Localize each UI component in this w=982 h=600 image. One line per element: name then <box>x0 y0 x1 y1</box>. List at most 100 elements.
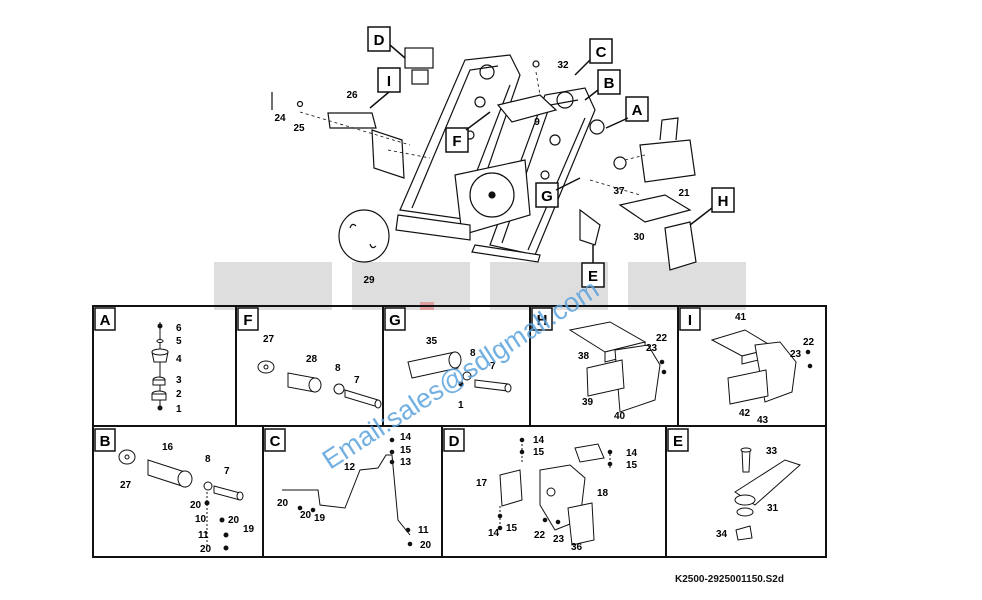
svg-text:8: 8 <box>205 454 211 465</box>
svg-text:42: 42 <box>739 408 751 419</box>
svg-text:14: 14 <box>533 435 545 446</box>
svg-text:14: 14 <box>626 448 638 459</box>
callout-g: G <box>535 177 581 208</box>
svg-text:E: E <box>588 268 598 285</box>
panel-e-drawing <box>734 447 801 541</box>
part-label: 37 <box>613 186 625 197</box>
part-label: 9 <box>534 117 540 128</box>
svg-text:6: 6 <box>176 323 182 334</box>
svg-text:41: 41 <box>735 312 747 323</box>
main-frame-assembly <box>271 47 697 271</box>
svg-text:I: I <box>387 73 391 90</box>
panel-letter-b: B <box>100 433 111 450</box>
svg-text:15: 15 <box>506 523 518 534</box>
panel-letter-h: H <box>537 312 548 329</box>
callout-d: D <box>367 26 406 59</box>
svg-text:23: 23 <box>553 534 565 545</box>
panel-e-labels: 33 31 34 <box>716 446 779 540</box>
svg-text:38: 38 <box>578 351 590 362</box>
svg-text:12: 12 <box>344 462 356 473</box>
panel-letter-i: I <box>688 312 692 329</box>
svg-text:43: 43 <box>757 415 769 426</box>
svg-text:20: 20 <box>200 544 212 555</box>
svg-text:31: 31 <box>767 503 779 514</box>
svg-text:11: 11 <box>198 530 209 541</box>
panel-b-labels: 16 8 7 27 20 20 10 19 11 20 <box>120 442 255 555</box>
svg-text:27: 27 <box>263 334 275 345</box>
svg-text:5: 5 <box>176 336 182 347</box>
panel-letter-g: G <box>389 312 401 329</box>
callout-h: H <box>689 187 735 226</box>
drawing-reference-code: K2500-2925001150.S2d <box>675 574 784 585</box>
part-label: 32 <box>557 60 569 71</box>
svg-text:F: F <box>452 133 461 150</box>
panel-d-labels: 14 15 14 15 17 18 14 15 22 23 36 <box>476 435 638 553</box>
svg-text:23: 23 <box>790 349 802 360</box>
svg-text:1: 1 <box>176 404 182 415</box>
svg-text:H: H <box>718 193 729 210</box>
svg-text:20: 20 <box>420 540 432 551</box>
svg-text:35: 35 <box>426 336 438 347</box>
svg-text:22: 22 <box>803 337 815 348</box>
svg-text:19: 19 <box>243 524 255 535</box>
panel-letters: A F G H I B C D E <box>94 307 701 452</box>
callout-i: I <box>369 67 401 109</box>
svg-text:20: 20 <box>228 515 240 526</box>
svg-text:40: 40 <box>614 411 626 422</box>
svg-text:34: 34 <box>716 529 728 540</box>
svg-text:33: 33 <box>766 446 778 457</box>
panel-g-labels: 35 8 7 1 <box>426 336 496 411</box>
part-label: 24 <box>274 113 286 124</box>
svg-text:23: 23 <box>646 343 658 354</box>
svg-text:C: C <box>596 44 607 61</box>
panel-letter-c: C <box>270 433 281 450</box>
svg-text:15: 15 <box>400 445 412 456</box>
panel-b-drawing <box>118 449 244 551</box>
svg-text:G: G <box>541 188 553 205</box>
panel-i-drawing <box>710 329 813 405</box>
part-label: 25 <box>293 123 305 134</box>
svg-text:14: 14 <box>400 432 412 443</box>
panel-f-labels: 27 28 8 7 <box>263 334 360 386</box>
svg-text:18: 18 <box>597 488 609 499</box>
panel-a-labels: 6 5 4 3 2 1 <box>176 323 182 415</box>
callout-a: A <box>605 96 649 129</box>
panel-a-drawing <box>151 322 169 411</box>
callout-c: C <box>574 38 613 76</box>
svg-text:D: D <box>374 32 385 49</box>
svg-text:2: 2 <box>176 389 182 400</box>
svg-text:7: 7 <box>354 375 360 386</box>
svg-text:7: 7 <box>224 466 230 477</box>
svg-text:8: 8 <box>335 363 341 374</box>
svg-text:17: 17 <box>476 478 488 489</box>
svg-text:20: 20 <box>300 510 312 521</box>
svg-text:22: 22 <box>656 333 668 344</box>
svg-text:B: B <box>604 75 615 92</box>
part-label: 30 <box>633 232 645 243</box>
svg-text:10: 10 <box>195 514 207 525</box>
svg-text:20: 20 <box>277 498 289 509</box>
svg-text:39: 39 <box>582 397 594 408</box>
part-label: 29 <box>363 275 375 286</box>
panel-i-labels: 41 22 23 42 43 <box>735 312 815 426</box>
svg-text:7: 7 <box>490 361 496 372</box>
panel-g-drawing <box>407 351 512 393</box>
svg-text:8: 8 <box>470 348 476 359</box>
main-callouts: D C B I F A G <box>367 26 735 288</box>
sdlg-watermark-logo <box>214 262 746 310</box>
panel-h-drawing <box>568 321 667 413</box>
callout-f: F <box>445 111 491 153</box>
svg-text:14: 14 <box>488 528 500 539</box>
panel-letter-a: A <box>100 312 111 329</box>
main-part-numbers: 32 26 24 25 9 21 37 30 29 <box>274 60 690 286</box>
part-label: 21 <box>678 188 690 199</box>
callout-b: B <box>584 69 621 101</box>
svg-text:15: 15 <box>626 460 638 471</box>
svg-text:22: 22 <box>534 530 546 541</box>
svg-text:15: 15 <box>533 447 545 458</box>
svg-text:19: 19 <box>314 513 326 524</box>
panel-letter-f: F <box>243 312 252 329</box>
svg-text:16: 16 <box>162 442 174 453</box>
panel-c-labels: 14 15 13 12 20 20 19 11 20 <box>277 432 432 551</box>
